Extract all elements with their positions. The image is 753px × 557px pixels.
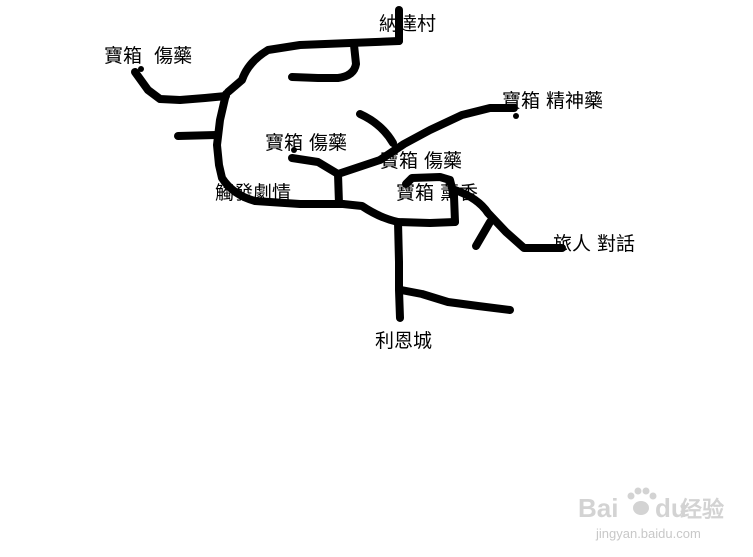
watermark-url: jingyan.baidu.com [595,526,701,541]
baidu-watermark: Bai du 经验 jingyan.baidu.com [578,487,724,541]
path-center-vertical [334,170,343,208]
paw-icon [627,487,657,515]
label-traveler-talk: 旅人 對話 [553,233,635,255]
path-center-chest [288,154,342,178]
path-traveler-spur [472,218,494,250]
label-chest-incense: 寶箱 薰香 [396,182,478,204]
label-bottom-city: 利恩城 [375,330,432,352]
path-spirit-diagonal [334,104,518,178]
chest-dot-center [291,147,297,153]
chest-markers [138,66,519,153]
path-left-trunk [213,90,347,208]
chest-dot-left [138,66,144,72]
path-city-down [394,218,404,322]
watermark-brand-tail: du [655,493,687,523]
path-top-hook [288,41,360,82]
route-paths [131,6,566,322]
label-event-trigger: 觸發劇情 [215,182,291,204]
path-traveler [451,186,566,252]
path-top-arc [224,37,403,96]
path-center-stub [356,110,397,147]
map-labels: 納達村 寶箱 傷藥 寶箱 精神藥 寶箱 傷藥 寶箱 傷藥 觸發劇情 寶箱 薰香 … [104,13,635,352]
chest-dot-spirit [513,113,519,119]
label-chest-potion-right: 寶箱 傷藥 [380,150,462,172]
label-chest-potion-center: 寶箱 傷藥 [265,132,347,154]
label-chest-spirit-potion: 寶箱 精神藥 [502,90,603,112]
path-bottom-right [397,286,514,314]
path-right-loop [402,173,459,226]
path-left-chest [131,68,230,104]
watermark-brand-cn: 经验 [680,497,724,523]
label-chest-potion-left: 寶箱 傷藥 [104,45,192,67]
path-left-stub [174,131,220,140]
label-top-village: 納達村 [379,13,436,35]
watermark-brand: Bai [578,493,618,523]
